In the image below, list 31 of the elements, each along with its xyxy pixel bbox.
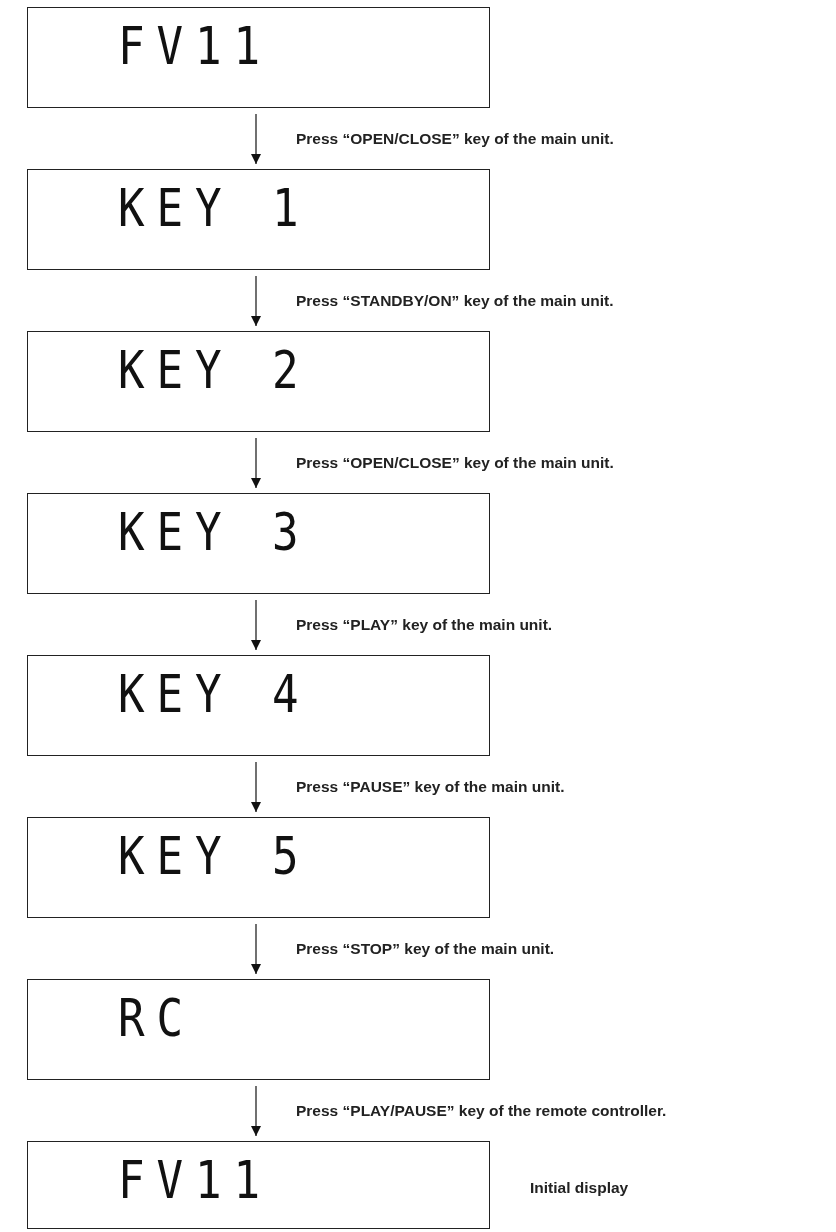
display-readout: KEY 2 [118,344,311,396]
display-panel [27,817,490,918]
edge-label: Press “PLAY/PAUSE” key of the remote controller. [296,1102,667,1121]
arrow [251,1085,261,1137]
edge-label: Press “STOP” key of the main unit. [296,940,555,959]
display-panel [27,169,490,270]
arrow [251,599,261,651]
display-panel [27,655,490,756]
display-readout: KEY 4 [118,668,311,720]
edge-label: Press “PLAY” key of the main unit. [296,616,553,635]
node-label: Initial display [530,1179,629,1198]
display-readout: KEY 1 [118,182,311,234]
edge-label: Press “OPEN/CLOSE” key of the main unit. [296,130,614,149]
arrow [251,923,261,975]
arrow [251,437,261,489]
arrow [251,761,261,813]
edge-label: Press “STANDBY/ON” key of the main unit. [296,292,614,311]
display-panel [27,979,490,1080]
arrow [251,113,261,165]
arrow [251,275,261,327]
edge-label: Press “PAUSE” key of the main unit. [296,778,565,797]
display-readout: RC [118,992,196,1044]
display-readout: KEY 5 [118,830,311,882]
display-readout: FV11 [118,20,273,72]
edge-label: Press “OPEN/CLOSE” key of the main unit. [296,454,614,473]
display-panel [27,493,490,594]
display-readout: FV11 [118,1154,273,1206]
display-panel [27,1141,490,1229]
display-readout: KEY 3 [118,506,311,558]
display-panel [27,7,490,108]
display-panel [27,331,490,432]
